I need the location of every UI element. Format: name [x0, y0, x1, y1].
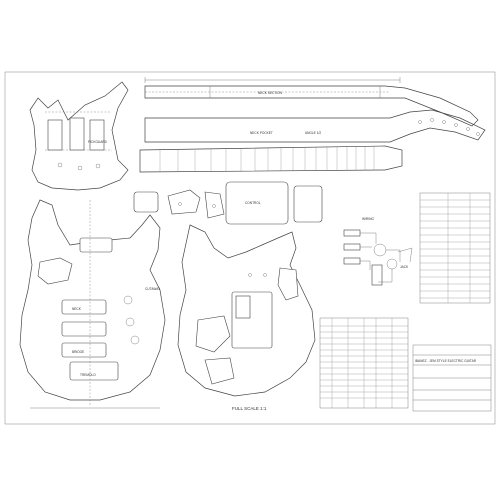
- fretboard-drawing: [139, 145, 403, 173]
- neck-side-view: NECK POCKET ANGLE 1/2: [144, 109, 486, 143]
- neck-top-view: NECK SECTION: [144, 77, 479, 127]
- neck-pickup-label: NECK: [72, 307, 82, 311]
- title-model: IBANEZ - JEM STYLE ELECTRIC GUITAR: [415, 359, 477, 363]
- small-parts-row: CONTROL: [133, 181, 323, 225]
- full-scale-label: FULL SCALE 1:1: [232, 406, 267, 411]
- bridge-pickup-label: BRIDGE: [72, 350, 84, 354]
- title-block: IBANEZ - JEM STYLE ELECTRIC GUITAR: [412, 344, 492, 412]
- neck-pocket-label: NECK POCKET: [250, 131, 273, 135]
- neck-top-label: NECK SECTION: [258, 91, 283, 95]
- drawing-border: [4, 71, 496, 425]
- wiring-diagram: WIRING JACK: [343, 217, 413, 286]
- pickguard-label: PICKGUARD: [88, 140, 108, 144]
- spec-table: [419, 192, 491, 304]
- body-back-view: FULL SCALE 1:1: [177, 224, 316, 411]
- cutaway-label: CUTAWAY: [145, 287, 161, 291]
- jack-label: JACK: [400, 265, 409, 269]
- tremolo-label: TREMOLO: [80, 373, 96, 377]
- neck-angle-label: ANGLE 1/2: [305, 131, 321, 135]
- body-front-view: CUTAWAY TREMOLO NECK BRIDGE: [19, 199, 166, 409]
- control-cover-label: CONTROL: [245, 201, 261, 205]
- wiring-title: WIRING: [362, 217, 374, 221]
- pickguard-drawing: PICKGUARD: [29, 81, 129, 191]
- fret-table: [319, 317, 409, 409]
